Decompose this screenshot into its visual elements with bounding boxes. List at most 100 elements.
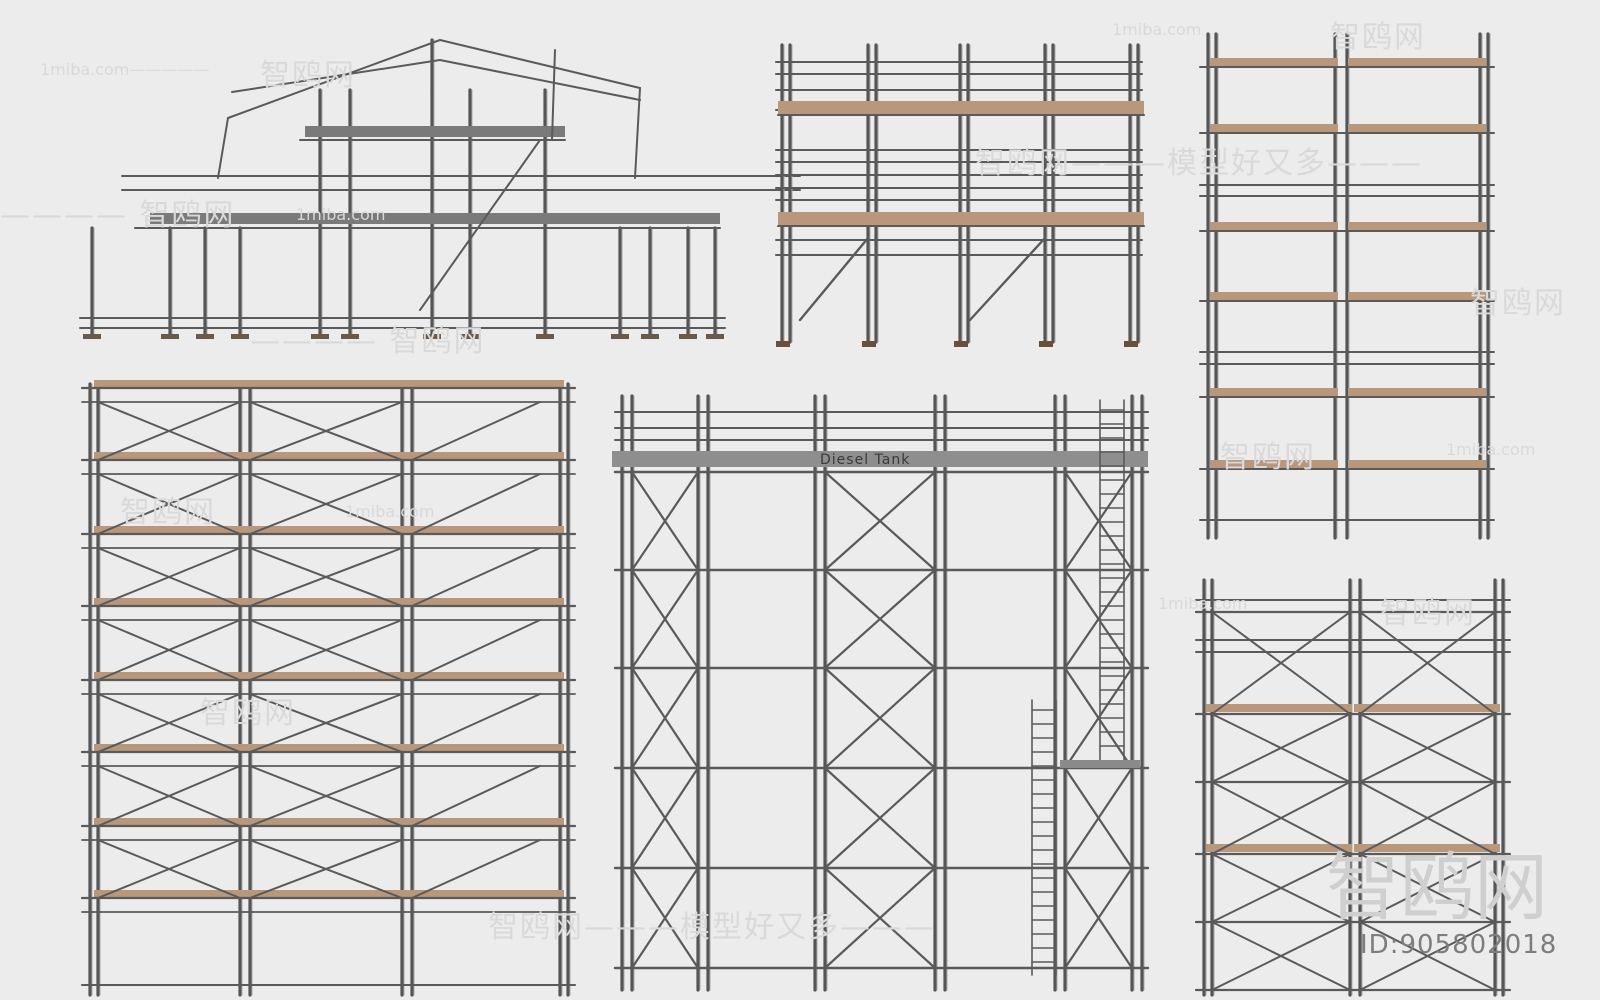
shelf-plank bbox=[1210, 292, 1338, 300]
deck-plank bbox=[248, 598, 408, 605]
diesel-tank-scaffold-model bbox=[612, 394, 1150, 992]
base-plate bbox=[83, 334, 101, 339]
roof-rafter bbox=[227, 39, 441, 119]
deck-plank bbox=[94, 672, 248, 679]
deck-board bbox=[150, 213, 720, 224]
stair-stringer bbox=[411, 839, 541, 899]
cross-brace bbox=[1063, 568, 1134, 670]
cross-brace bbox=[1359, 611, 1496, 715]
small-braced-scaffold-model bbox=[1194, 578, 1512, 997]
base-plate bbox=[776, 341, 790, 347]
stair-tower-scaffold-model bbox=[80, 380, 577, 997]
tank-deck bbox=[612, 451, 1148, 467]
deck-plank bbox=[408, 598, 564, 605]
cross-brace bbox=[97, 401, 241, 461]
diagonal-brace bbox=[798, 236, 870, 322]
deck-plank bbox=[1206, 844, 1352, 852]
deck-plank bbox=[408, 672, 564, 679]
diagonal-brace bbox=[419, 139, 541, 311]
cross-brace bbox=[1063, 866, 1134, 970]
deck-plank bbox=[94, 598, 248, 605]
stair-stringer bbox=[411, 473, 541, 535]
deck-plank bbox=[94, 380, 248, 387]
shelf-plank bbox=[1210, 460, 1338, 468]
base-plate bbox=[1039, 341, 1053, 347]
cross-brace bbox=[249, 619, 403, 681]
deck-plank bbox=[94, 526, 248, 533]
cross-brace bbox=[1359, 853, 1496, 923]
base-plate bbox=[679, 334, 697, 339]
cross-brace bbox=[249, 693, 403, 753]
deck-plank bbox=[248, 452, 408, 459]
cross-brace bbox=[249, 765, 403, 827]
cross-brace bbox=[97, 619, 241, 681]
deck-plank bbox=[408, 744, 564, 751]
cross-brace bbox=[1211, 921, 1351, 991]
shelf-plank bbox=[1348, 222, 1486, 230]
deck-plank bbox=[94, 818, 248, 825]
cross-brace bbox=[823, 470, 937, 572]
stair-stringer bbox=[411, 619, 541, 681]
deck-plank bbox=[248, 744, 408, 751]
deck-plank bbox=[94, 452, 248, 459]
deck-plank bbox=[778, 212, 1144, 226]
base-plate bbox=[423, 334, 441, 339]
diagonal-brace bbox=[968, 236, 1047, 322]
deck-plank bbox=[408, 818, 564, 825]
cross-brace bbox=[630, 666, 700, 770]
cross-brace bbox=[97, 547, 241, 607]
landing-deck bbox=[1060, 760, 1140, 768]
stair-stringer bbox=[411, 547, 541, 607]
cross-brace bbox=[1211, 611, 1351, 715]
cross-brace bbox=[97, 473, 241, 535]
base-plate bbox=[536, 334, 554, 339]
roof-rafter bbox=[439, 59, 641, 101]
cross-brace bbox=[97, 693, 241, 753]
deck-board bbox=[305, 126, 565, 137]
shelf-plank bbox=[1348, 292, 1486, 300]
shelf-plank bbox=[1348, 58, 1486, 66]
base-plate bbox=[196, 334, 214, 339]
tall-shelf-scaffold-model bbox=[1199, 32, 1495, 540]
deck-plank bbox=[408, 380, 564, 387]
shelf-plank bbox=[1348, 460, 1486, 468]
cross-brace bbox=[630, 766, 700, 870]
roof-rafter bbox=[231, 59, 441, 93]
stair-stringer bbox=[411, 693, 541, 753]
shelf-plank bbox=[1210, 124, 1338, 132]
cross-brace bbox=[1359, 781, 1496, 855]
roof-scaffold-model bbox=[79, 38, 801, 339]
cross-brace bbox=[630, 568, 700, 670]
cross-brace bbox=[823, 766, 937, 870]
base-plate bbox=[862, 341, 876, 347]
cross-brace bbox=[1211, 713, 1351, 783]
roof-post bbox=[217, 117, 229, 179]
deck-plank bbox=[94, 890, 248, 897]
deck-plank bbox=[408, 452, 564, 459]
cross-brace bbox=[1211, 853, 1351, 923]
shelf-plank bbox=[1210, 58, 1338, 66]
cross-brace bbox=[249, 839, 403, 899]
shelf-plank bbox=[1210, 388, 1338, 396]
cross-brace bbox=[1063, 666, 1134, 770]
deck-plank bbox=[408, 526, 564, 533]
deck-plank bbox=[248, 526, 408, 533]
stair-stringer bbox=[411, 401, 541, 461]
cross-brace bbox=[249, 473, 403, 535]
cross-brace bbox=[249, 547, 403, 607]
cross-brace bbox=[823, 666, 937, 770]
cross-brace bbox=[630, 470, 700, 572]
shelf-plank bbox=[1348, 388, 1486, 396]
stair-stringer bbox=[411, 765, 541, 827]
base-plate bbox=[161, 334, 179, 339]
deck-plank bbox=[1206, 704, 1352, 712]
base-plate bbox=[1124, 341, 1138, 347]
cross-brace bbox=[1211, 781, 1351, 855]
deck-plank bbox=[408, 890, 564, 897]
cross-brace bbox=[97, 839, 241, 899]
cross-brace bbox=[630, 866, 700, 970]
railing-scaffold-model bbox=[775, 43, 1145, 347]
cross-brace bbox=[823, 568, 937, 670]
deck-plank bbox=[1354, 704, 1500, 712]
